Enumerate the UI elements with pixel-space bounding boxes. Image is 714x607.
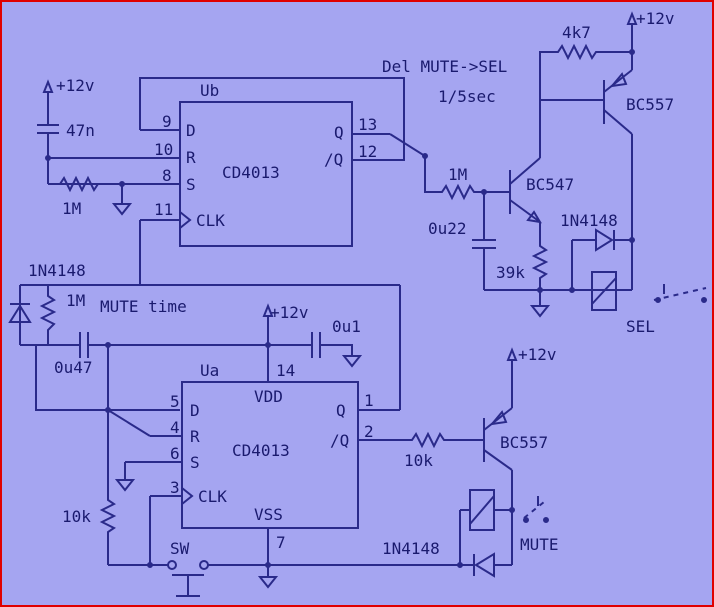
ua-clock-marker — [181, 487, 194, 505]
ua-pin-d-num: 5 — [170, 392, 180, 411]
ub-pin-qn-num: 12 — [358, 142, 377, 161]
ua-pin-s-num: 6 — [170, 444, 180, 463]
label-r10k-left: 10k — [62, 507, 91, 526]
ub-body — [179, 101, 353, 247]
label-mute-time: MUTE time — [100, 297, 187, 316]
ub-part: CD4013 — [222, 163, 280, 182]
ua-pin-vss: VSS — [254, 505, 283, 524]
diode-1n4148-left — [8, 304, 32, 323]
label-r4k7: 4k7 — [562, 23, 591, 42]
label-bc557-top: BC557 — [626, 95, 674, 114]
ub-pin-qn: /Q — [324, 150, 343, 169]
ua-pin-qn-num: 2 — [364, 422, 374, 441]
ua-pin-vss-num: 7 — [276, 533, 286, 552]
label-r39k: 39k — [496, 263, 525, 282]
supply-label-2: +12v — [270, 303, 309, 322]
resistor-1m-mute — [39, 285, 57, 345]
ub-pin-d-num: 9 — [162, 112, 172, 131]
label-1n4148-left: 1N4148 — [28, 261, 86, 280]
ua-body — [181, 381, 359, 529]
ua-pin-q-num: 1 — [364, 391, 374, 410]
supply-label-3: +12v — [636, 9, 675, 28]
label-1n4148-bot: 1N4148 — [382, 539, 440, 558]
label-bc547: BC547 — [526, 175, 574, 194]
label-1n4148-right: 1N4148 — [560, 211, 618, 230]
ua-pin-qn: /Q — [330, 431, 349, 450]
ic-ub: Ub CD4013 9 10 8 11 D R S CLK 13 12 Q /Q — [140, 81, 390, 247]
label-r10k-right: 10k — [404, 451, 433, 470]
ground-symbol-1 — [111, 203, 133, 216]
label-c47n: 47n — [66, 121, 95, 140]
ua-pin-d: D — [190, 401, 200, 420]
label-r1m-mute: 1M — [66, 291, 85, 310]
supply-label-1: +12v — [56, 76, 95, 95]
label-c0u1: 0u1 — [332, 317, 361, 336]
ub-name: Ub — [200, 81, 219, 100]
label-bc557-bot: BC557 — [500, 433, 548, 452]
ub-pin-clk: CLK — [196, 211, 225, 230]
resistor-1m-left — [48, 175, 122, 193]
ub-pin-q: Q — [334, 123, 344, 142]
ua-pin-clk: CLK — [198, 487, 227, 506]
label-sel: SEL — [626, 317, 655, 336]
label-sw: SW — [170, 539, 190, 558]
label-c0u22: 0u22 — [428, 219, 467, 238]
ground-symbol-5 — [529, 305, 551, 318]
ub-pin-r: R — [186, 148, 196, 167]
mute-stage: 10k BC557 +12v 1N4148 MUTE — [382, 345, 559, 578]
mute-time-network: 1N4148 1M MUTE time 0u47 0u1 — [8, 261, 400, 490]
label-mute: MUTE — [520, 535, 559, 554]
label-c0u47: 0u47 — [54, 358, 93, 377]
ub-pin-clk-num: 11 — [154, 200, 173, 219]
ua-pin-s: S — [190, 453, 200, 472]
resistor-39k — [531, 240, 549, 290]
resistor-1m-mid — [432, 183, 510, 201]
label-del-2: 1/5sec — [438, 87, 496, 106]
power-on-reset: +12v 47n 1M — [37, 76, 133, 218]
ub-pin-q-num: 13 — [358, 115, 377, 134]
sel-stage: Del MUTE->SEL 1/5sec 1M 0u22 BC547 39k +… — [382, 9, 707, 336]
ub-pin-d: D — [186, 121, 196, 140]
ua-pin-clk-num: 3 — [170, 478, 180, 497]
switch-network: 10k SW — [62, 490, 470, 597]
resistor-10k-right — [400, 431, 484, 449]
relay-sel — [591, 271, 617, 311]
diode-1n4148-right — [595, 228, 614, 252]
ua-pin-r-num: 4 — [170, 418, 180, 437]
ua-pin-r: R — [190, 427, 200, 446]
supply-label-4: +12v — [518, 345, 557, 364]
ua-pin-vdd-num: 14 — [276, 361, 295, 380]
label-r1m-left: 1M — [62, 199, 81, 218]
ub-pin-s-num: 8 — [162, 166, 172, 185]
ub-wiring — [48, 77, 432, 285]
ub-clock-marker — [179, 211, 192, 229]
ua-part: CD4013 — [232, 441, 290, 460]
ub-pin-r-num: 10 — [154, 140, 173, 159]
ua-name: Ua — [200, 361, 219, 380]
label-del-1: Del MUTE->SEL — [382, 57, 507, 76]
relay-mute-contact — [523, 501, 545, 519]
resistor-10k-left — [99, 490, 117, 565]
ground-symbol-2 — [341, 355, 363, 368]
ua-pin-vdd: VDD — [254, 387, 283, 406]
ic-ua: Ua CD4013 5 4 6 3 D R S CLK VDD VSS 14 7… — [150, 285, 401, 565]
resistor-4k7 — [539, 43, 632, 100]
ground-symbol-3 — [114, 479, 136, 492]
ua-input-wiring: +12v — [107, 303, 309, 565]
ua-pin-q: Q — [336, 401, 346, 420]
label-r1m-mid: 1M — [448, 165, 467, 184]
relay-sel-contact — [653, 287, 707, 301]
ub-pin-s: S — [186, 175, 196, 194]
